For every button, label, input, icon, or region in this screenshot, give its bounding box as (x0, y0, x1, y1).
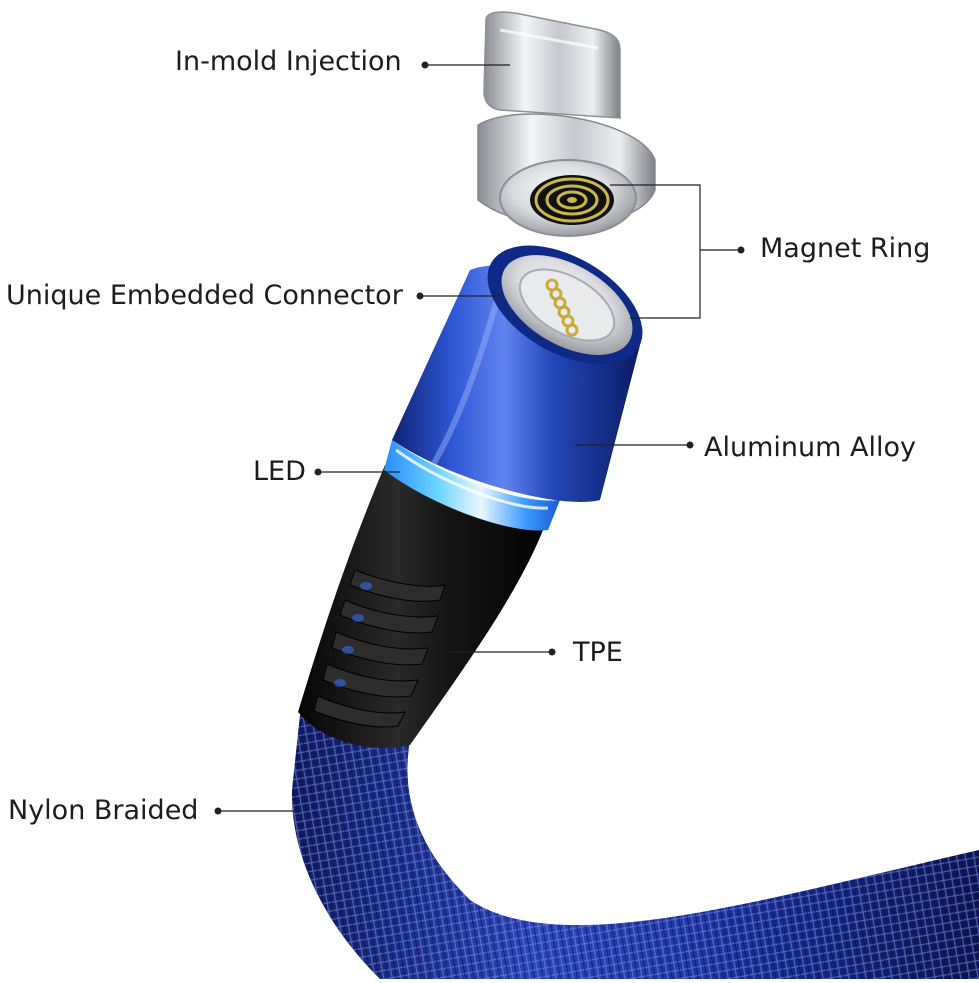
dot-magnet-ring (738, 247, 745, 254)
dot-tpe (549, 649, 556, 656)
dot-led (315, 469, 322, 476)
label-in-mold-injection: In-mold Injection (175, 45, 402, 79)
label-led: LED (253, 455, 306, 489)
magnet-head (478, 114, 655, 236)
label-aluminum-alloy: Aluminum Alloy (704, 431, 916, 465)
dot-in-mold (422, 62, 429, 69)
dot-aluminum (687, 442, 694, 449)
label-magnet-ring: Magnet Ring (760, 232, 930, 266)
dot-embedded (417, 293, 424, 300)
dot-nylon (215, 808, 222, 815)
label-unique-embedded-connector: Unique Embedded Connector (6, 279, 403, 313)
label-tpe: TPE (573, 636, 623, 670)
label-nylon-braided: Nylon Braided (8, 794, 198, 828)
nylon-braided-cable (292, 715, 979, 979)
